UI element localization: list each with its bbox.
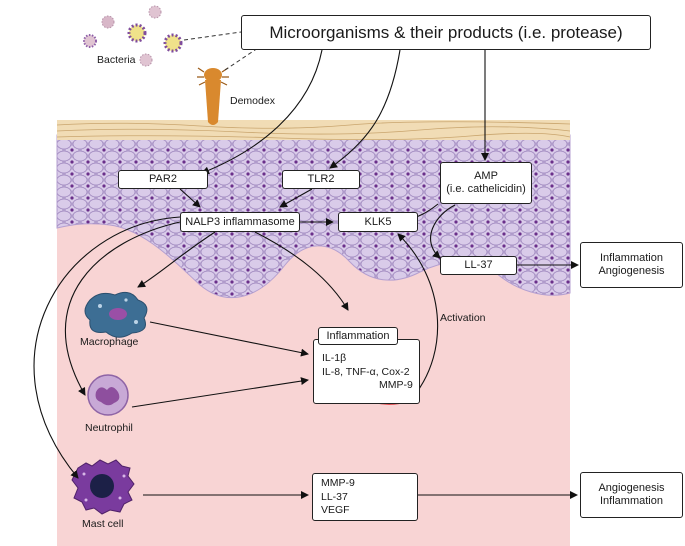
outcome-top-box: Inflammation Angiogenesis bbox=[580, 242, 683, 288]
mediator-2: LL-37 bbox=[321, 490, 348, 503]
klk5-text: KLK5 bbox=[364, 215, 392, 228]
mast-mediators-box: MMP-9 LL-37 VEGF bbox=[312, 473, 418, 521]
microorganisms-box: Microorganisms & their products (i.e. pr… bbox=[241, 15, 651, 50]
neutrophil-label: Neutrophil bbox=[85, 422, 133, 434]
tlr2-text: TLR2 bbox=[307, 173, 335, 185]
par2-text: PAR2 bbox=[149, 173, 177, 185]
bacteria-label: Bacteria bbox=[97, 54, 136, 66]
arrow-nalp3-to-neutrophil bbox=[64, 221, 181, 396]
arrow-tlr2-to-nalp3 bbox=[279, 188, 313, 208]
arrow-nalp3-to-macrophage bbox=[137, 231, 216, 288]
mediator-3: VEGF bbox=[321, 504, 350, 516]
arrow-neutrophil-to-inflammation bbox=[131, 377, 309, 408]
amp-subtext: (i.e. cathelicidin) bbox=[446, 183, 526, 195]
nalp3-box: NALP3 inflammasome bbox=[180, 212, 300, 232]
inflammation-box: IL-1β IL-8, TNF-α, Cox-2 MMP-9 bbox=[313, 339, 420, 404]
arrow-nalp3-to-mastcell bbox=[33, 216, 181, 479]
arrow-macrophage-to-inflammation bbox=[149, 321, 309, 357]
activation-label: Activation bbox=[440, 312, 486, 324]
mediator-1: MMP-9 bbox=[321, 477, 355, 489]
macrophage-icon bbox=[84, 291, 148, 338]
outcome-top-line1: Inflammation bbox=[600, 252, 663, 264]
arrow-par2-to-nalp3 bbox=[179, 188, 201, 208]
mast-cell-label: Mast cell bbox=[82, 518, 124, 530]
arrow-micro-to-par2 bbox=[201, 49, 323, 175]
demodex-icon bbox=[197, 67, 229, 125]
mast-cell-icon bbox=[71, 459, 135, 515]
amp-text: AMP bbox=[474, 170, 498, 182]
inflammation-header-text: Inflammation bbox=[326, 329, 390, 342]
amp-box: AMP (i.e. cathelicidin) bbox=[440, 162, 532, 204]
inflammation-item-1: IL-1β bbox=[322, 352, 347, 364]
neutrophil-icon bbox=[87, 374, 129, 416]
inflammation-item-2: IL-8, TNF-α, Cox-2 bbox=[322, 365, 410, 378]
ll37-text: LL-37 bbox=[464, 259, 493, 271]
ll37-box: LL-37 bbox=[440, 256, 517, 275]
arrow-amp-to-ll37 bbox=[430, 204, 456, 259]
klk5-box: KLK5 bbox=[338, 212, 418, 232]
microorganisms-text: Microorganisms & their products (i.e. pr… bbox=[269, 23, 623, 42]
bacteria-icon bbox=[83, 5, 183, 67]
outcome-bottom-box: Angiogenesis Inflammation bbox=[580, 472, 683, 518]
tlr2-box: TLR2 bbox=[282, 170, 360, 189]
nalp3-text: NALP3 inflammasome bbox=[185, 215, 295, 228]
macrophage-label: Macrophage bbox=[80, 336, 139, 348]
demodex-label: Demodex bbox=[230, 95, 275, 107]
arrow-nalp3-to-inflammation bbox=[254, 231, 349, 311]
inflammation-header: Inflammation bbox=[318, 327, 398, 345]
arrow-micro-to-tlr2 bbox=[329, 49, 401, 169]
outcome-bottom-line1: Angiogenesis bbox=[598, 482, 665, 494]
outcome-bottom-line2: Inflammation bbox=[600, 495, 663, 507]
par2-box: PAR2 bbox=[118, 170, 208, 189]
outcome-top-line2: Angiogenesis bbox=[598, 265, 665, 277]
inflammation-item-3: MMP-9 bbox=[379, 379, 413, 391]
arrow-mmp9-to-klk5 bbox=[397, 233, 439, 397]
